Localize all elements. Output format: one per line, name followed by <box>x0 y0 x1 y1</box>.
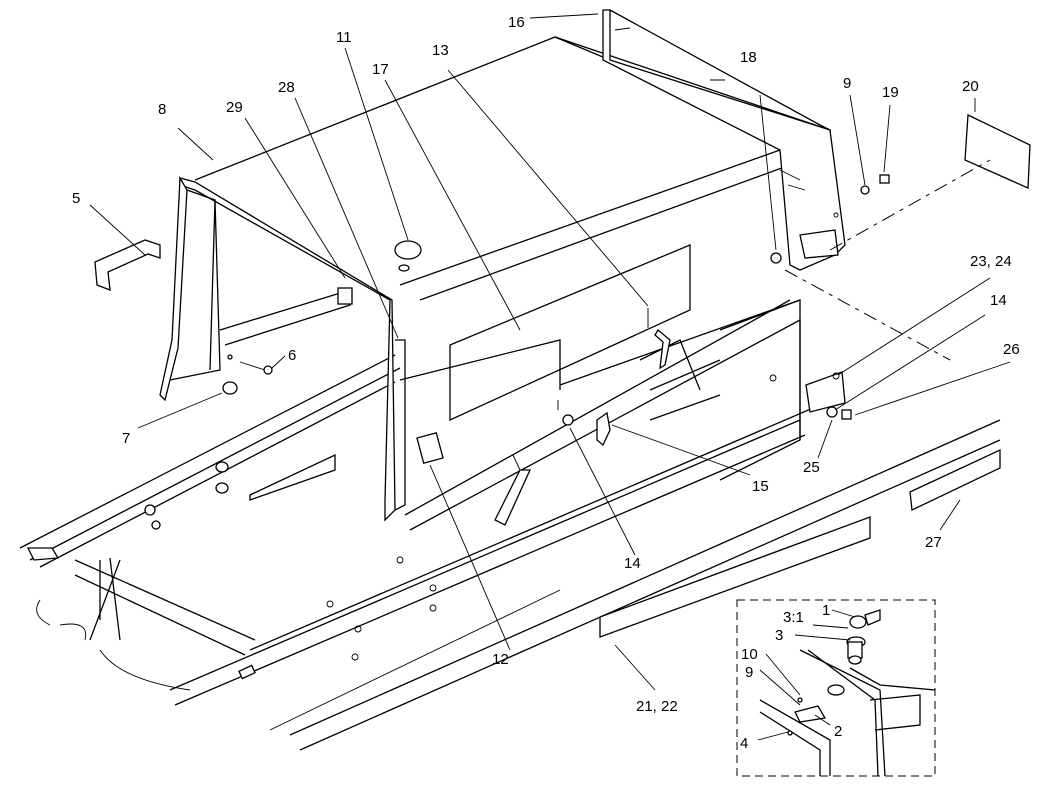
washer-14 <box>562 414 574 426</box>
callout-8: 8 <box>158 101 166 118</box>
callout-21-22: 21, 22 <box>636 698 678 715</box>
callout-19: 19 <box>882 84 899 101</box>
washer-9 <box>860 185 870 195</box>
rear-panel <box>602 9 846 271</box>
cap-17 <box>394 240 422 260</box>
hardware <box>94 113 1031 638</box>
bolt-26 <box>841 409 852 420</box>
callout-28: 28 <box>278 79 295 96</box>
callout-2: 2 <box>834 723 842 740</box>
bolt-6 <box>263 365 273 375</box>
callout-12: 12 <box>492 651 509 668</box>
bracket-23-24 <box>805 371 846 413</box>
bolt-19 <box>879 174 890 184</box>
callout-7: 7 <box>122 430 130 447</box>
chassis-frame <box>19 354 1001 751</box>
plug-7 <box>222 381 238 395</box>
callout-23-24: 23, 24 <box>970 253 1012 270</box>
callout-1: 1 <box>822 602 830 619</box>
callout-10: 10 <box>741 646 758 663</box>
main-cover <box>194 36 836 731</box>
callout-17: 17 <box>372 61 389 78</box>
callout-14-right: 14 <box>990 292 1007 309</box>
callout-16: 16 <box>508 14 525 31</box>
callout-5: 5 <box>72 190 80 207</box>
callout-4: 4 <box>740 735 748 752</box>
callout-14-bottom: 14 <box>624 555 641 572</box>
decal-20 <box>964 113 1031 189</box>
side-panel <box>159 175 406 522</box>
washer-25 <box>826 406 838 418</box>
lock-bar-2 <box>794 705 827 723</box>
callout-20: 20 <box>962 78 979 95</box>
callout-29: 29 <box>226 99 243 116</box>
callout-3-1: 3:1 <box>783 609 804 626</box>
decal-12 <box>416 432 444 464</box>
callout-25: 25 <box>803 459 820 476</box>
callout-3: 3 <box>775 627 783 644</box>
cover-panel <box>449 244 691 422</box>
callout-27: 27 <box>925 534 942 551</box>
lock-key-1 <box>849 615 867 629</box>
bracket-29 <box>337 287 353 305</box>
callout-labels: 16 11 13 17 18 9 19 20 28 29 8 5 23, 24 … <box>72 14 1020 752</box>
callout-13: 13 <box>432 42 449 59</box>
nut-18 <box>770 252 782 264</box>
callout-15: 15 <box>752 478 769 495</box>
decal-21-22 <box>599 516 871 638</box>
decal-27 <box>909 448 1001 511</box>
handle-5 <box>94 239 161 291</box>
lock-detail-inset <box>736 599 936 777</box>
callout-9-top: 9 <box>843 75 851 92</box>
callout-9-inset: 9 <box>745 664 753 681</box>
latch-15 <box>596 411 611 447</box>
callout-6: 6 <box>288 347 296 364</box>
callout-26: 26 <box>1003 341 1020 358</box>
callout-18: 18 <box>740 49 757 66</box>
leader-lines <box>89 13 1011 741</box>
callout-11: 11 <box>336 29 352 46</box>
latch-13 <box>654 329 671 370</box>
